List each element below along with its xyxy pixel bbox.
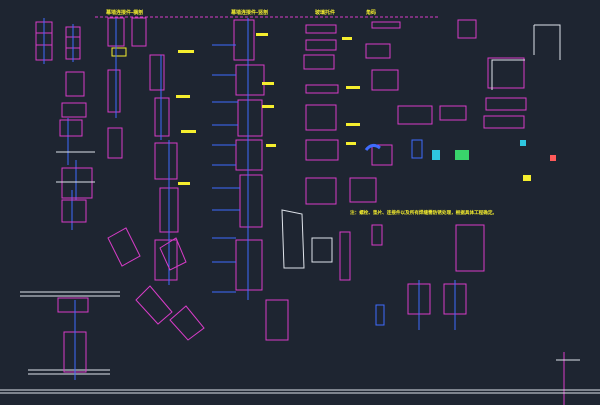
left-profile-details: [56, 119, 95, 223]
hardware-icons: [364, 139, 556, 181]
right-lower-blue: [418, 280, 456, 330]
title-glass-support: 玻璃托件: [315, 10, 336, 16]
slanted-details: [107, 227, 205, 341]
center-plate: [265, 209, 385, 341]
bottom-left-profile: [57, 297, 89, 373]
note-text: 注：螺栓、垫片、连接件以及所有焊缝需防锈处理，根据具体工程确定。: [350, 211, 498, 216]
glass-support-details: [303, 24, 377, 205]
title-angle-bracket: 角码: [366, 10, 377, 16]
yellow-labels-glass: [342, 37, 360, 145]
arrow-lines-col3: [212, 18, 249, 300]
connector-horizontal-details: [107, 17, 179, 281]
blue-mullion-lines: [43, 18, 77, 230]
angle-bracket-details: [365, 19, 527, 166]
bottom-left-long-lines: [20, 291, 120, 375]
title-curtain-wall-connector-horizontal: 幕墙连接件-横剖: [106, 10, 144, 16]
connector-blue-lines: [115, 18, 170, 285]
yellow-labels-col3: [256, 33, 276, 147]
corner-profile: [491, 24, 561, 90]
yellow-labels-col2: [176, 50, 196, 185]
title-curtain-wall-connector-vertical: 幕墙连接件-竖剖: [231, 10, 269, 16]
bottom-border: [0, 389, 600, 394]
vertical-connector-details: [233, 19, 265, 291]
